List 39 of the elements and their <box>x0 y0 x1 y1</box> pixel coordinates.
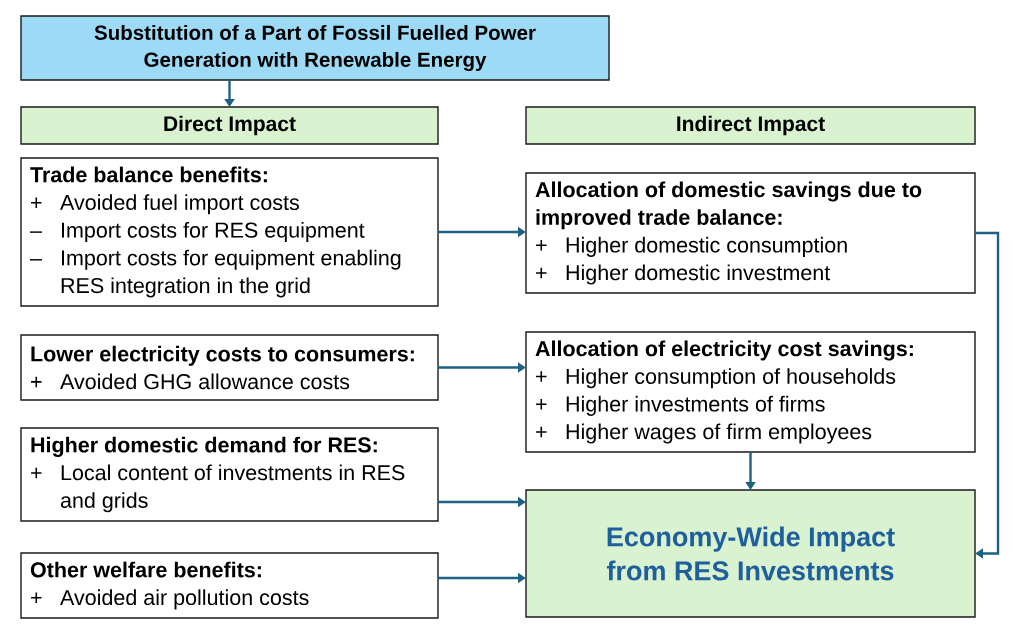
list-item: Higher consumption of households <box>566 368 896 389</box>
list-item: Avoided GHG allowance costs <box>60 373 350 390</box>
list-marker: + <box>536 240 547 251</box>
list-marker: – <box>30 231 42 233</box>
result-box: Economy-Wide Impact from RES Investments <box>525 489 976 618</box>
list-marker: + <box>536 426 547 438</box>
list-marker: + <box>31 197 42 208</box>
impact-box <box>525 331 976 453</box>
box-heading: Allocation of domestic savings due to improved trade balance: <box>535 181 922 230</box>
list-marker: + <box>536 267 547 279</box>
list-item: Higher wages of firm employees <box>566 423 872 444</box>
impact-box <box>525 172 976 294</box>
title-box: Substitution of a Part of Fossil Fuelled Power Generation with Renewable Energy <box>20 15 610 81</box>
arrow <box>975 231 1000 559</box>
list-item: Higher domestic consumption <box>566 236 847 257</box>
column-header: Direct Impact <box>20 106 439 145</box>
list-item: Higher investments of firms <box>566 395 825 416</box>
list-item: Higher domestic investment <box>566 264 831 285</box>
column-header: Indirect Impact <box>525 106 976 145</box>
box-heading: Other welfare benefits: <box>30 561 261 578</box>
list-marker: + <box>536 399 547 410</box>
list-item: Import costs for equipment enabling RES integration in the grid <box>61 249 401 298</box>
list-marker: – <box>30 259 42 261</box>
list-item: Import costs for RES equipment <box>62 222 365 243</box>
box-heading: Higher domestic demand for RES: <box>31 436 377 457</box>
box-heading: Allocation of electricity cost savings: <box>535 340 913 361</box>
impact-box <box>20 552 439 619</box>
box-heading: Trade balance benefits: <box>30 166 267 183</box>
box-heading: Lower electricity costs to consumers: <box>31 345 414 366</box>
impact-box <box>20 427 439 522</box>
impact-box <box>20 157 439 307</box>
list-marker: + <box>536 371 547 382</box>
list-marker: + <box>31 592 42 604</box>
list-item: Avoided fuel import costs <box>60 194 299 215</box>
list-marker: + <box>31 376 42 388</box>
list-item: Local content of investments in RES and grids <box>60 464 405 513</box>
list-marker: + <box>31 467 42 479</box>
list-item: Avoided air pollution costs <box>60 589 309 610</box>
impact-box <box>20 334 439 401</box>
